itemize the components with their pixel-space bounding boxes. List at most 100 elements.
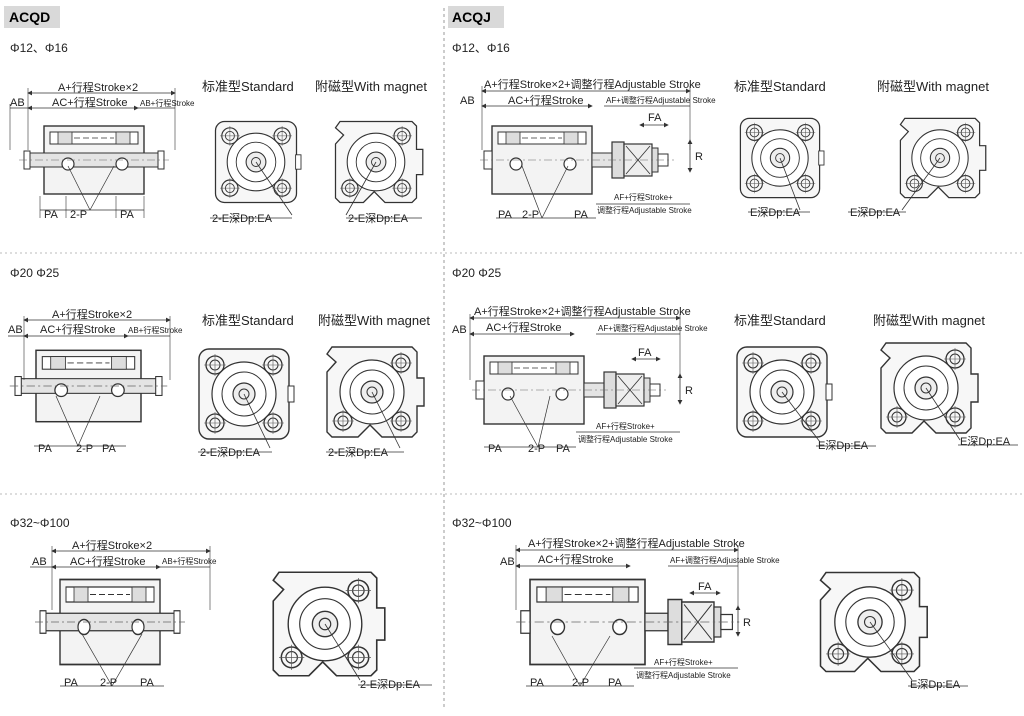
caption-magnet-r2l: 附磁型With magnet	[318, 313, 430, 328]
acqd-r2-side-view	[8, 316, 171, 447]
dim-pa-b-r1r: PA	[574, 209, 589, 221]
acqj-r3-front	[821, 573, 968, 687]
acqj-r3-side-view	[515, 545, 741, 687]
dim-e-dp-ea-r1r-mag: E深Dp:EA	[850, 206, 901, 219]
dim-ab-r3l: AB	[32, 556, 47, 568]
dim-r-r2r: R	[685, 385, 693, 397]
dim-2p-r1l: 2-P	[70, 209, 87, 221]
dim-2p-r2l: 2-P	[76, 443, 93, 455]
dim-a-total-r2l: A+行程Stroke×2	[52, 308, 132, 321]
dim-e-dp-ea-r3r: E深Dp:EA	[910, 678, 961, 691]
acqd-title: ACQD	[9, 9, 50, 25]
dim-2p-r1r: 2-P	[522, 209, 539, 221]
dim-e-dp-ea-r3l: 2-E深Dp:EA	[360, 678, 421, 691]
acqj-title-bg	[448, 6, 504, 28]
dim-adj-stroke-r2r: 调整行程Adjustable Stroke	[578, 434, 673, 444]
dim-ac-r3r: AC+行程Stroke	[538, 553, 614, 566]
caption-magnet-r2r: 附磁型With magnet	[873, 313, 985, 328]
acqj-r2-side-view	[469, 314, 683, 448]
acqj-title: ACQJ	[452, 9, 491, 25]
dim-adj-stroke-r1r: 调整行程Adjustable Stroke	[597, 205, 692, 215]
dim-ac-r2l: AC+行程Stroke	[40, 323, 116, 336]
dim-pa-a-r1l: PA	[44, 209, 59, 221]
dim-pa-b-r2r: PA	[556, 443, 571, 455]
dim-adj-stroke-r3r: 调整行程Adjustable Stroke	[636, 670, 731, 680]
dim-pa-b-r3r: PA	[608, 677, 623, 689]
dim-fa-r3r: FA	[698, 581, 712, 593]
size-label-32-100-right: Φ32~Φ100	[452, 516, 512, 530]
dim-ab-r2r: AB	[452, 324, 467, 336]
dim-e-dp-ea-r1l-std: 2-E深Dp:EA	[212, 212, 273, 225]
dim-fa-r2r: FA	[638, 347, 652, 359]
acqd-r3-side-view	[30, 546, 211, 687]
dim-a-adj-r3r: A+行程Stroke×2+调整行程Adjustable Stroke	[528, 536, 745, 550]
dim-ac-r3l: AC+行程Stroke	[70, 555, 146, 568]
dim-pa-b-r2l: PA	[102, 443, 117, 455]
dim-ab-r3r: AB	[500, 556, 515, 568]
dim-ac-r2r: AC+行程Stroke	[486, 321, 562, 334]
dim-pa-a-r1r: PA	[498, 209, 513, 221]
dim-af-adj-r3r: AF+调整行程Adjustable Stroke	[670, 555, 780, 565]
caption-magnet-r1r: 附磁型With magnet	[877, 79, 989, 94]
dim-ab-stroke-r1l: AB+行程Stroke	[140, 98, 195, 108]
dim-a-adj-r2r: A+行程Stroke×2+调整行程Adjustable Stroke	[474, 304, 691, 318]
dim-ab-stroke-r2l: AB+行程Stroke	[128, 325, 183, 335]
dim-ab-r1l: AB	[10, 97, 25, 109]
acqd-r3-magnet-front	[273, 572, 432, 686]
dim-2p-r3l: 2-P	[100, 677, 117, 689]
acqd-title-bg	[4, 6, 60, 28]
acqd-r1-magnet-front	[336, 122, 423, 219]
acqj-r1-magnet-front	[848, 118, 986, 213]
dim-ac-r1r: AC+行程Stroke	[508, 94, 584, 107]
acqj-r2-standard-front	[737, 347, 876, 447]
caption-standard-r2l: 标准型Standard	[202, 313, 294, 328]
dim-pa-a-r2r: PA	[488, 443, 503, 455]
dim-a-total-r1l: A+行程Stroke×2	[58, 81, 138, 94]
acqd-r1-standard-front	[210, 122, 301, 219]
dim-ab-stroke-r3l: AB+行程Stroke	[162, 556, 217, 566]
dim-pa-b-r3l: PA	[140, 677, 155, 689]
dim-pa-b-r1l: PA	[120, 209, 135, 221]
dim-r-r1r: R	[695, 151, 703, 163]
dim-e-dp-ea-r2r-mag: E深Dp:EA	[960, 435, 1011, 448]
dim-r-r3r: R	[743, 617, 751, 629]
dim-2p-r3r: 2-P	[572, 677, 589, 689]
dim-af-adj-r2r: AF+调整行程Adjustable Stroke	[598, 323, 708, 333]
dim-af-adj-r1r: AF+调整行程Adjustable Stroke	[606, 95, 716, 105]
caption-standard-r2r: 标准型Standard	[734, 313, 826, 328]
dim-fa-r1r: FA	[648, 112, 662, 124]
size-label-12-16-right: Φ12、Φ16	[452, 41, 510, 55]
dim-2p-r2r: 2-P	[528, 443, 545, 455]
dim-e-dp-ea-r2l-std: 2-E深Dp:EA	[200, 446, 261, 459]
dim-af-stroke-r3r: AF+行程Stroke+	[654, 657, 713, 667]
acqd-r2-standard-front	[198, 349, 294, 453]
caption-standard-r1l: 标准型Standard	[202, 79, 294, 94]
size-label-32-100-left: Φ32~Φ100	[10, 516, 70, 530]
acqd-r2-magnet-front	[326, 347, 424, 453]
acqj-r2-magnet-front	[881, 343, 1018, 446]
dim-e-dp-ea-r2r-std: E深Dp:EA	[818, 439, 869, 452]
dim-af-stroke-r1r: AF+行程Stroke+	[614, 192, 673, 202]
dim-e-dp-ea-r2l-mag: 2-E深Dp:EA	[328, 446, 389, 459]
dim-ac-r1l: AC+行程Stroke	[52, 96, 128, 109]
dim-af-stroke-r2r: AF+行程Stroke+	[596, 421, 655, 431]
caption-standard-r1r: 标准型Standard	[734, 79, 826, 94]
acqj-r1-standard-front	[740, 118, 824, 213]
size-label-20-25-left: Φ20 Φ25	[10, 266, 60, 280]
size-label-20-25-right: Φ20 Φ25	[452, 266, 502, 280]
dim-pa-a-r2l: PA	[38, 443, 53, 455]
dim-ab-r1r: AB	[460, 95, 475, 107]
dim-e-dp-ea-r1r-std: E深Dp:EA	[750, 206, 801, 219]
dim-e-dp-ea-r1l-mag: 2-E深Dp:EA	[348, 212, 409, 225]
acqd-r1-side-view	[9, 88, 176, 218]
caption-magnet-r1l: 附磁型With magnet	[315, 79, 427, 94]
dim-pa-a-r3r: PA	[530, 677, 545, 689]
dim-a-total-r3l: A+行程Stroke×2	[72, 539, 152, 552]
dim-pa-a-r3l: PA	[64, 677, 79, 689]
acqj-r1-side-view	[479, 86, 693, 219]
dim-ab-r2l: AB	[8, 324, 23, 336]
size-label-12-16-left: Φ12、Φ16	[10, 41, 68, 55]
dim-a-adj-r1r: A+行程Stroke×2+调整行程Adjustable Stroke	[484, 77, 701, 91]
